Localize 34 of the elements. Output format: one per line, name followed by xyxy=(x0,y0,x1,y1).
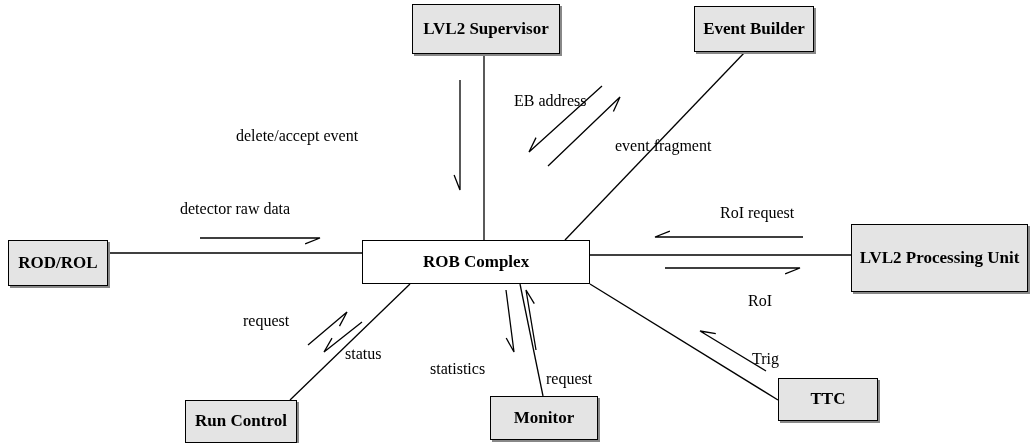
box-label: Run Control xyxy=(195,412,287,431)
process-box xyxy=(362,240,590,284)
process-box xyxy=(851,224,1028,292)
flow-label: RoI request xyxy=(720,204,795,222)
process-box xyxy=(412,4,560,54)
flow-label: statistics xyxy=(430,360,486,378)
flow-label: request xyxy=(546,370,593,388)
box-label: ROD/ROL xyxy=(18,253,98,273)
box-label: Monitor xyxy=(513,408,575,428)
flow-label: detector raw data xyxy=(180,200,291,218)
flow-label: Trig xyxy=(752,350,779,368)
connector-line xyxy=(589,283,779,401)
box-label: LVL2 Processing Unit xyxy=(859,248,1020,268)
connector-line xyxy=(589,254,852,256)
process-box xyxy=(694,6,814,52)
process-box xyxy=(185,400,297,443)
flow-label: EB address xyxy=(514,92,587,110)
box-label: TTC xyxy=(810,390,846,409)
connector-line xyxy=(483,53,485,241)
process-box xyxy=(8,240,108,286)
box-label: LVL2 Supervisor xyxy=(423,19,549,39)
box-label: Event Builder xyxy=(703,19,805,39)
connector-line xyxy=(107,252,363,254)
flow-label: event fragment xyxy=(615,137,712,155)
process-box xyxy=(490,396,598,440)
flow-label: RoI xyxy=(748,292,772,310)
connector-line xyxy=(519,283,544,397)
box-label: ROB Complex xyxy=(422,252,530,272)
flow-label: status xyxy=(345,345,382,363)
connector-line xyxy=(289,283,411,401)
connector-line xyxy=(564,51,746,241)
flow-label: delete/accept event xyxy=(236,127,359,145)
flow-label: request xyxy=(243,312,290,330)
process-box xyxy=(778,378,878,421)
